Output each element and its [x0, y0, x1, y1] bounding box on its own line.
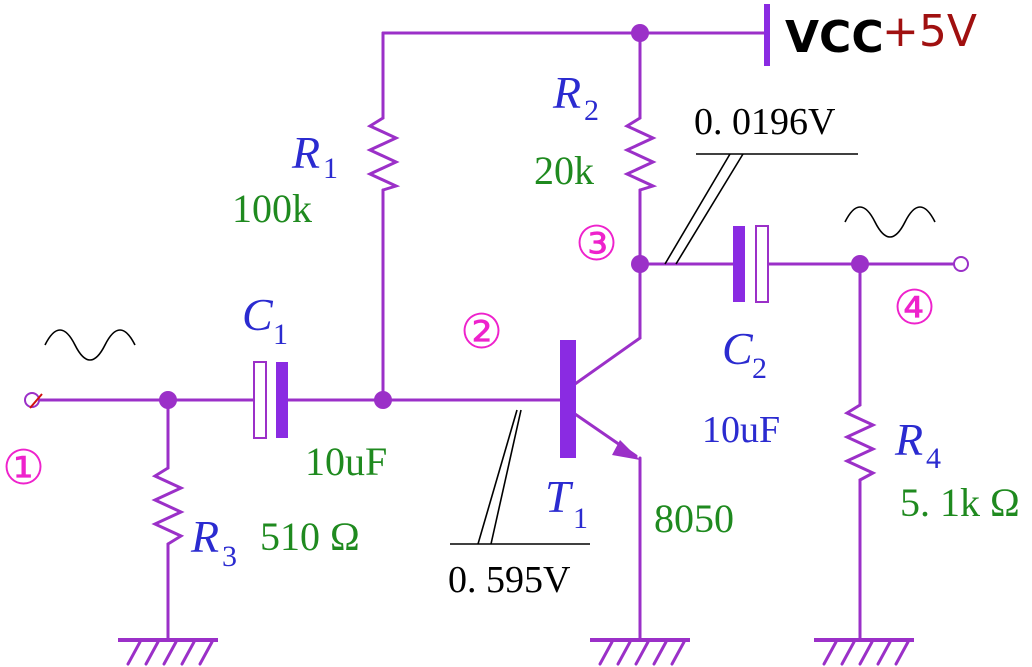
r3-label-sub: 3 [222, 540, 237, 573]
t1-label-letter: T [545, 471, 574, 522]
r4-resistor-symbol [843, 403, 877, 482]
t1-label-sub: 1 [573, 502, 588, 535]
r2-label-letter: R [552, 67, 581, 118]
output-sine-wave-icon [844, 206, 936, 238]
t1-base-bar [560, 340, 576, 458]
r3-value: 510 Ω [260, 514, 360, 559]
r4-label-letter: R [894, 414, 923, 465]
t1-emitter-arrow [612, 440, 640, 460]
node-number-4: ④ [893, 282, 936, 335]
r3-label-letter: R [190, 511, 219, 562]
r2-value: 20k [534, 148, 594, 193]
node-number-3: ③ [575, 218, 618, 271]
input-sine-wave-icon [44, 329, 136, 361]
junction-dot-collector [631, 255, 649, 273]
r2-label-sub: 2 [584, 94, 599, 127]
r2-resistor-symbol [623, 116, 658, 192]
c1-label-letter: C [242, 289, 274, 340]
node-number-2: ② [460, 306, 503, 359]
junction-dot-base [374, 391, 392, 409]
vcc-value: +5V [882, 6, 977, 57]
c1-capacitor-symbol [253, 361, 288, 439]
base-voltage-callout: 0. 595V [448, 409, 590, 601]
junction-dot-input [159, 391, 177, 409]
ground-symbol-r3 [118, 638, 218, 666]
r1-label-sub: 1 [323, 152, 338, 185]
output-terminal [953, 256, 969, 272]
collector-voltage-label: 0. 0196V [694, 101, 836, 143]
r1-resistor-symbol [366, 116, 401, 192]
c1-value: 10uF [305, 439, 387, 484]
r4-value: 5. 1k Ω [900, 480, 1020, 525]
vcc-label: VCC [785, 12, 884, 63]
r4-label-sub: 4 [926, 442, 941, 475]
base-voltage-label: 0. 595V [448, 559, 571, 601]
input-terminal-tick [29, 393, 43, 409]
t1-value: 8050 [654, 496, 734, 541]
node-number-1: ① [2, 442, 45, 495]
r1-label-letter: R [291, 127, 320, 178]
c2-capacitor-symbol [733, 225, 769, 303]
collector-voltage-callout: 0. 0196V [664, 101, 858, 265]
c1-label-sub: 1 [273, 318, 288, 351]
c2-label-sub: 2 [752, 352, 767, 385]
collector-lead [573, 336, 642, 386]
c2-value: 10uF [702, 409, 780, 451]
r1-value: 100k [232, 186, 312, 231]
junction-dot-vcc [631, 24, 649, 42]
c2-label-letter: C [722, 323, 754, 374]
junction-dot-output [851, 255, 869, 273]
ground-symbol-r4 [814, 638, 914, 666]
ground-symbol-emitter [590, 638, 690, 666]
r3-resistor-symbol [151, 466, 185, 546]
